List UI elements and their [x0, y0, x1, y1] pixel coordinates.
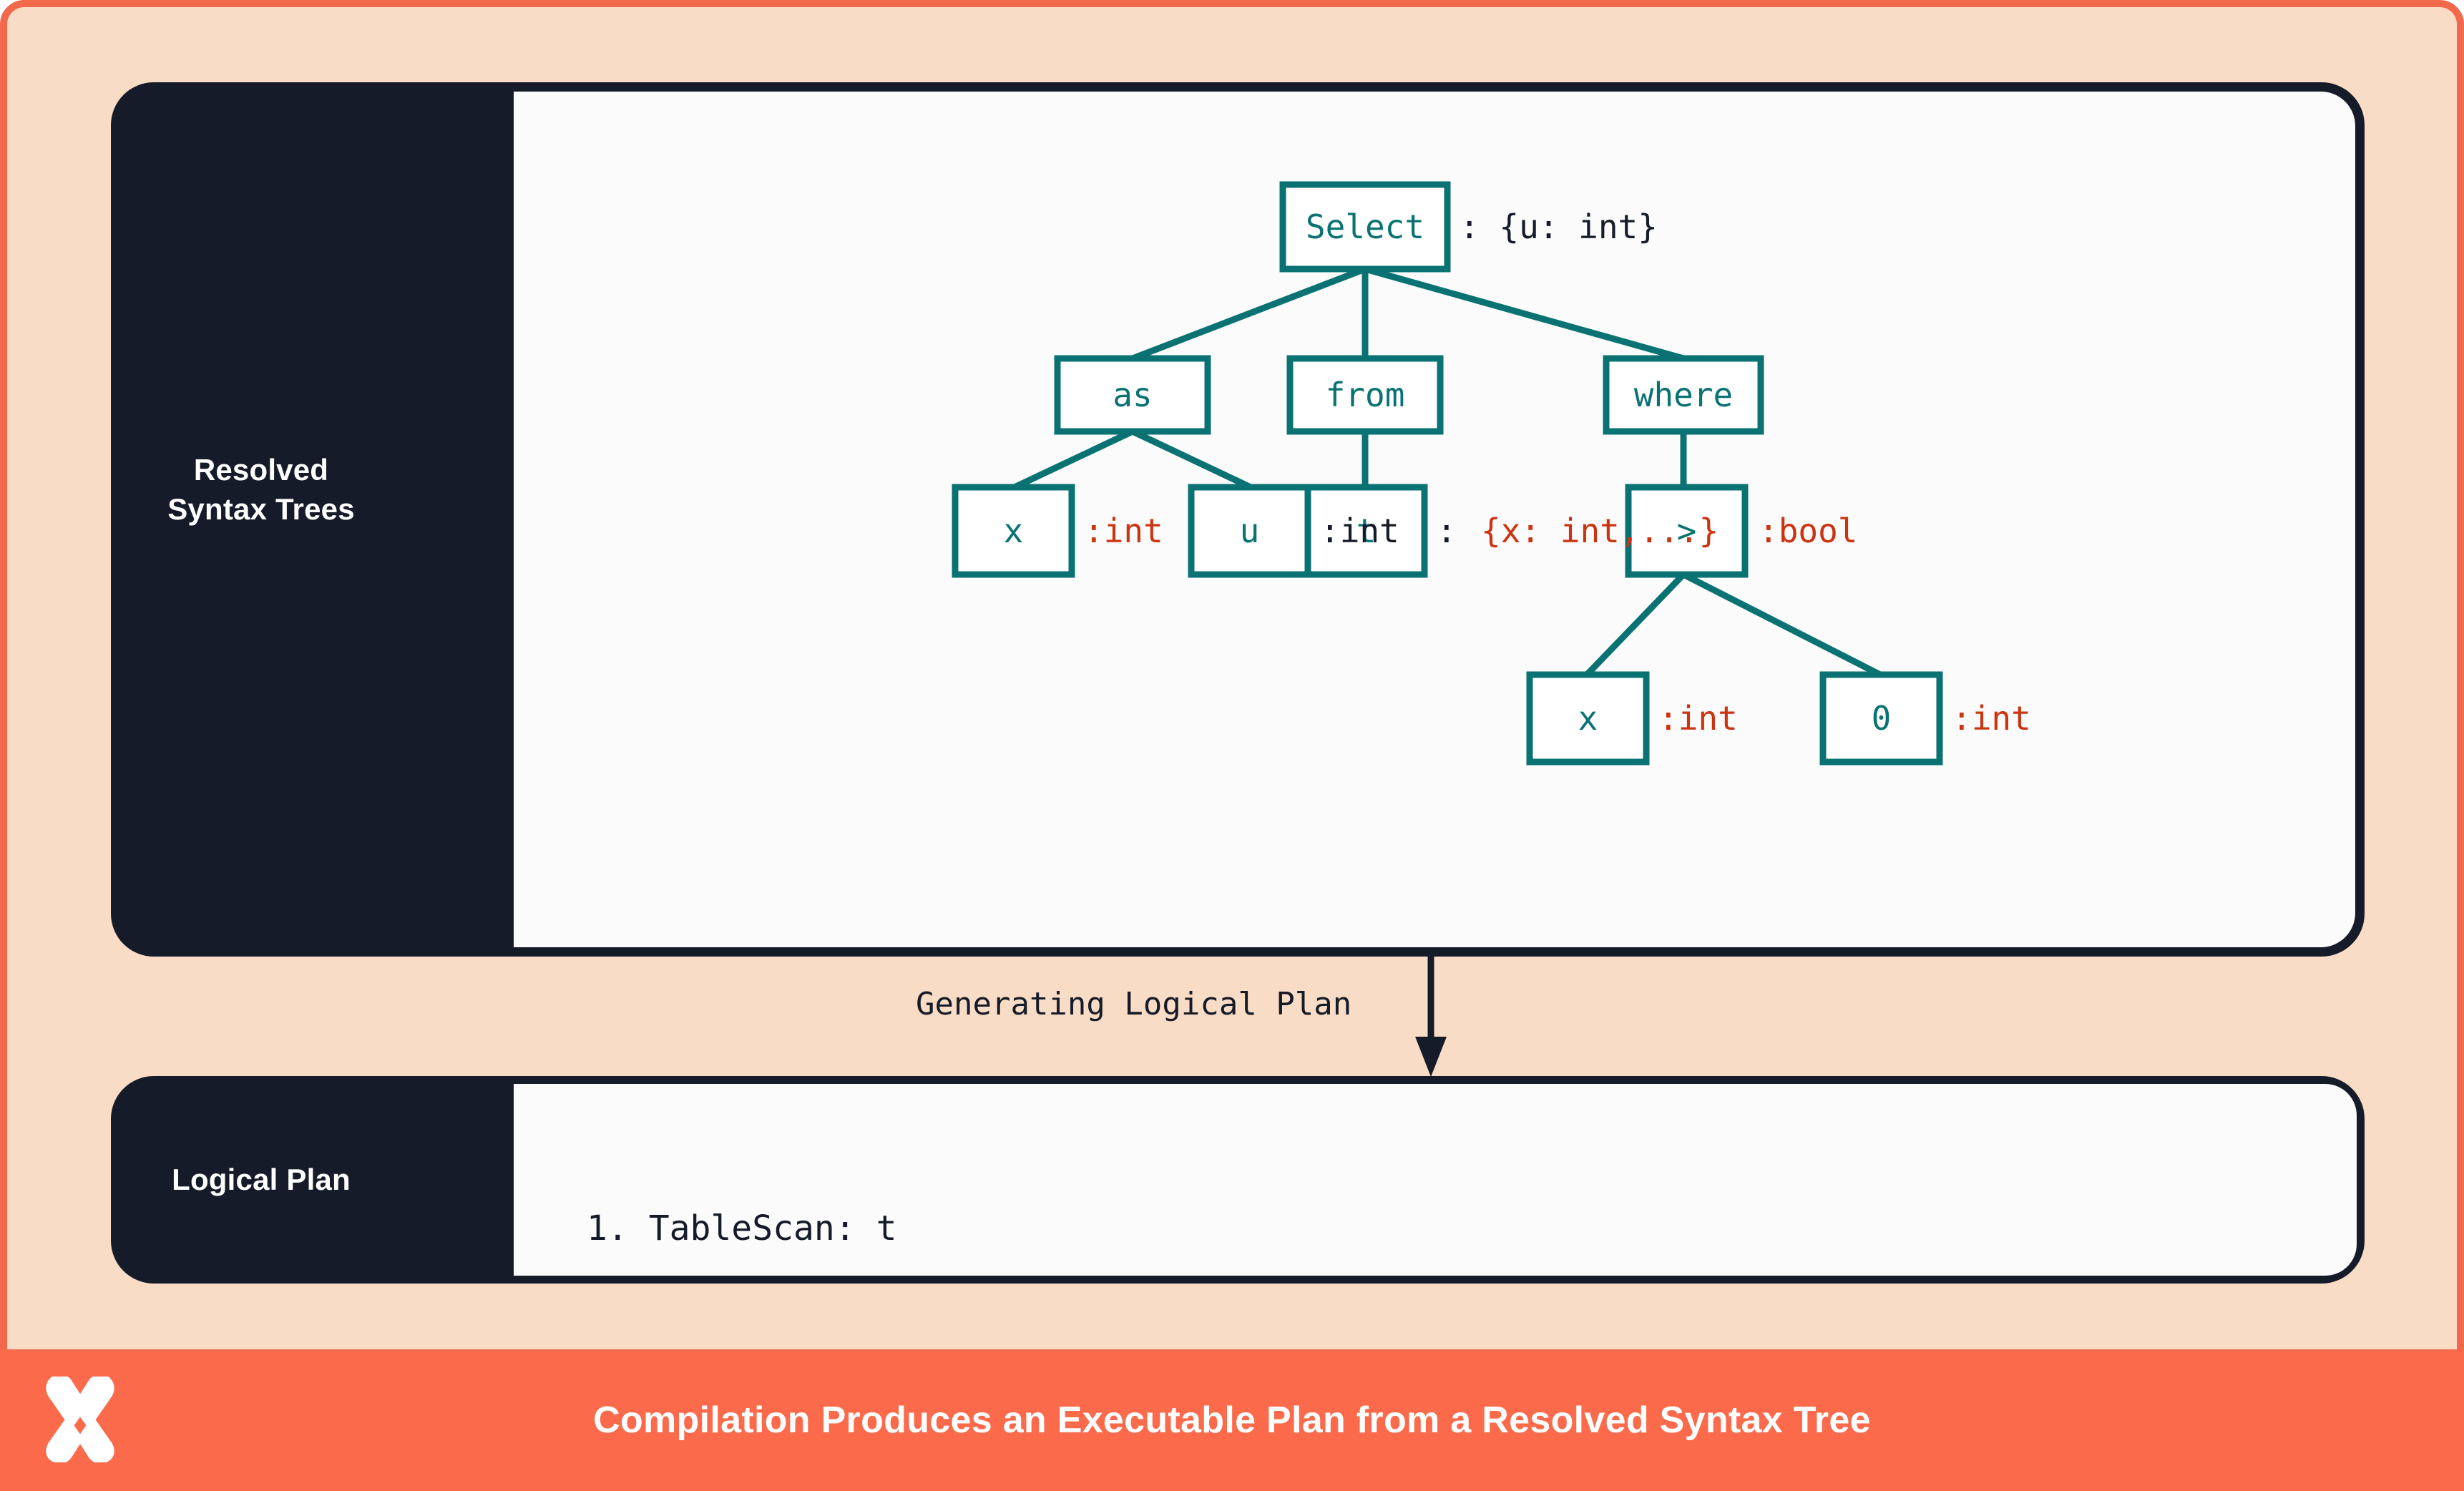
node-label-select: Select — [1305, 207, 1425, 246]
node-box-where[interactable] — [1603, 355, 1764, 435]
transition-label: Generating Logical Plan — [916, 986, 1352, 1022]
node-label-as-u: u — [1239, 512, 1260, 550]
node-label-as: as — [1113, 376, 1153, 414]
node-box-gt-x[interactable] — [1526, 671, 1650, 766]
node-label-gt: > — [1676, 512, 1697, 550]
node-label-gt-zero: 0 — [1871, 699, 1892, 738]
annotation-as-x: :int — [1084, 512, 1163, 550]
logical-plan-panel — [111, 1076, 2365, 1284]
annotation-select: : {u: int} — [1460, 207, 1658, 246]
node-box-as-u[interactable] — [1188, 484, 1311, 578]
node-box-as-x[interactable] — [952, 484, 1075, 578]
footer-bar: Compilation Produces an Executable Plan … — [0, 1349, 2464, 1491]
resolved-syntax-tree — [952, 181, 1943, 766]
tree-edges — [1013, 265, 1882, 678]
panel-label-line-1: Resolved — [193, 453, 329, 487]
edge-gt-x — [1584, 572, 1686, 678]
node-label-as-x: x — [1003, 512, 1024, 550]
edge-select-as — [1131, 265, 1367, 362]
edge-as-x — [1013, 428, 1134, 491]
annotation-from-t-separator: : — [1437, 512, 1477, 550]
annotation-gt-zero: :int — [1952, 699, 2031, 738]
edge-select-where — [1364, 265, 1685, 362]
node-label-where: where — [1633, 376, 1734, 414]
annotation-as-u: :int — [1320, 512, 1399, 550]
node-label-from: from — [1325, 376, 1405, 414]
annotation-from-t-type: {x: int,...} — [1481, 512, 1719, 550]
node-box-select[interactable] — [1279, 181, 1451, 273]
edge-as-u — [1131, 428, 1252, 491]
node-box-as[interactable] — [1054, 355, 1211, 435]
node-label-gt-x: x — [1578, 699, 1598, 738]
annotation-gt: :bool — [1759, 512, 1858, 550]
node-box-from[interactable] — [1286, 355, 1444, 435]
node-box-gt-zero[interactable] — [1819, 671, 1943, 766]
brand-x-logo-icon — [46, 1377, 114, 1462]
node-label-from-t: t — [1356, 512, 1377, 550]
down-arrow-icon — [1415, 957, 1447, 1077]
node-box-gt[interactable] — [1625, 484, 1749, 578]
node-box-from-t[interactable] — [1304, 484, 1428, 578]
panel-label-line-2: Syntax Trees — [167, 492, 355, 526]
logical-plan-canvas — [514, 1084, 2357, 1276]
edge-gt-zero — [1681, 571, 1882, 678]
footer-caption: Compilation Produces an Executable Plan … — [593, 1399, 1871, 1441]
annotation-gt-x: :int — [1658, 699, 1738, 738]
panel-label-logical-plan: Logical Plan — [172, 1163, 351, 1196]
logical-plan-step-1: 1. TableScan: t — [587, 1208, 897, 1249]
tree-node-boxes — [952, 181, 1943, 766]
panel-label-resolved-syntax-trees: Resolved Syntax Trees — [111, 451, 411, 529]
